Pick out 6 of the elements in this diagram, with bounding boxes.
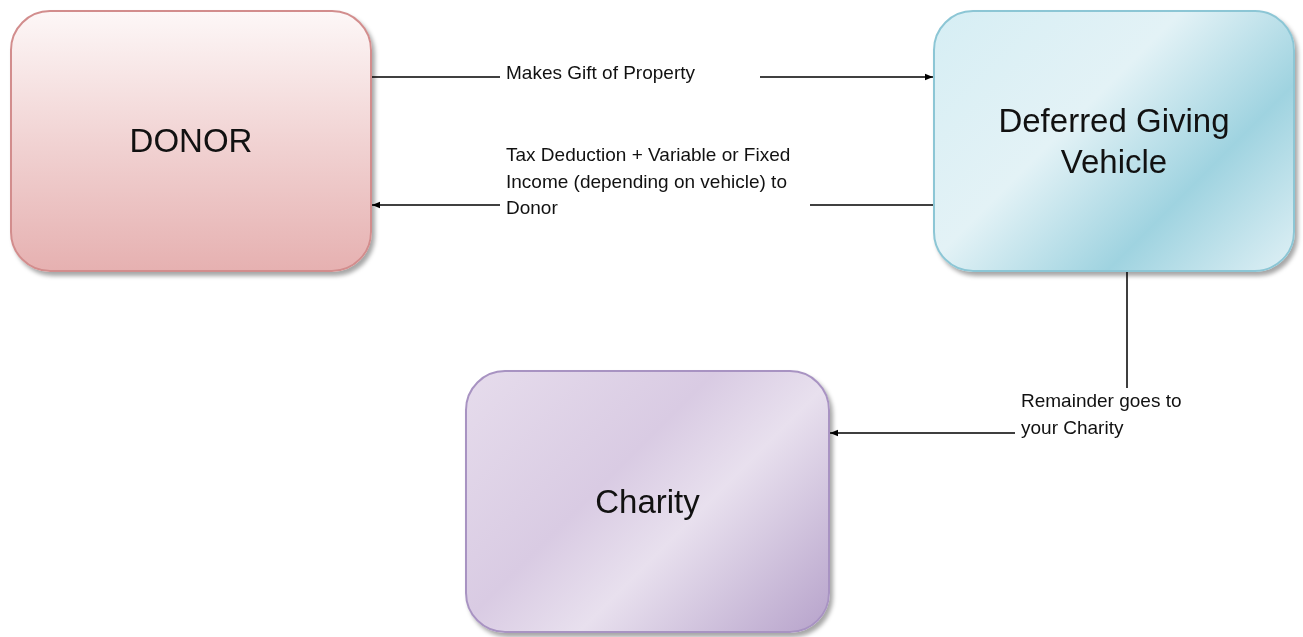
node-label: DONOR [129,121,253,162]
node-label: Charity [595,481,700,522]
rounded-box [10,10,372,272]
rounded-box [465,370,830,633]
rounded-box [933,10,1295,272]
node-label: Deferred Giving Vehicle [997,100,1231,182]
